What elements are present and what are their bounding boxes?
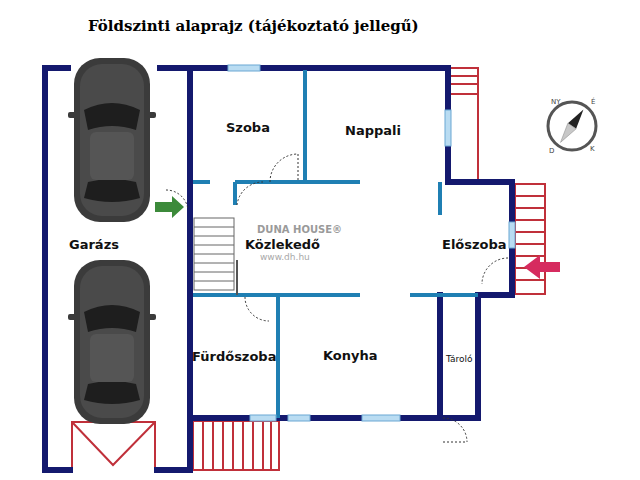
plan-title: Földszinti alaprajz (tájékoztató jellegű… [88, 18, 419, 35]
compass-letter: NY [551, 99, 561, 107]
room-label: Nappali [345, 124, 401, 138]
room-label: Garázs [69, 238, 119, 252]
room-label: Közlekedő [245, 238, 320, 252]
watermark: www.dh.hu [260, 253, 310, 263]
compass-letter: K [590, 146, 595, 154]
room-label: Konyha [323, 349, 378, 363]
room-label: Előszoba [442, 238, 507, 252]
compass-letter: D [549, 148, 554, 156]
room-label: Fürdőszoba [192, 350, 276, 364]
room-label: Tároló [446, 355, 473, 365]
room-label: Szoba [226, 121, 270, 135]
watermark: DUNA HOUSE® [257, 224, 342, 235]
compass-letter: É [591, 99, 595, 107]
